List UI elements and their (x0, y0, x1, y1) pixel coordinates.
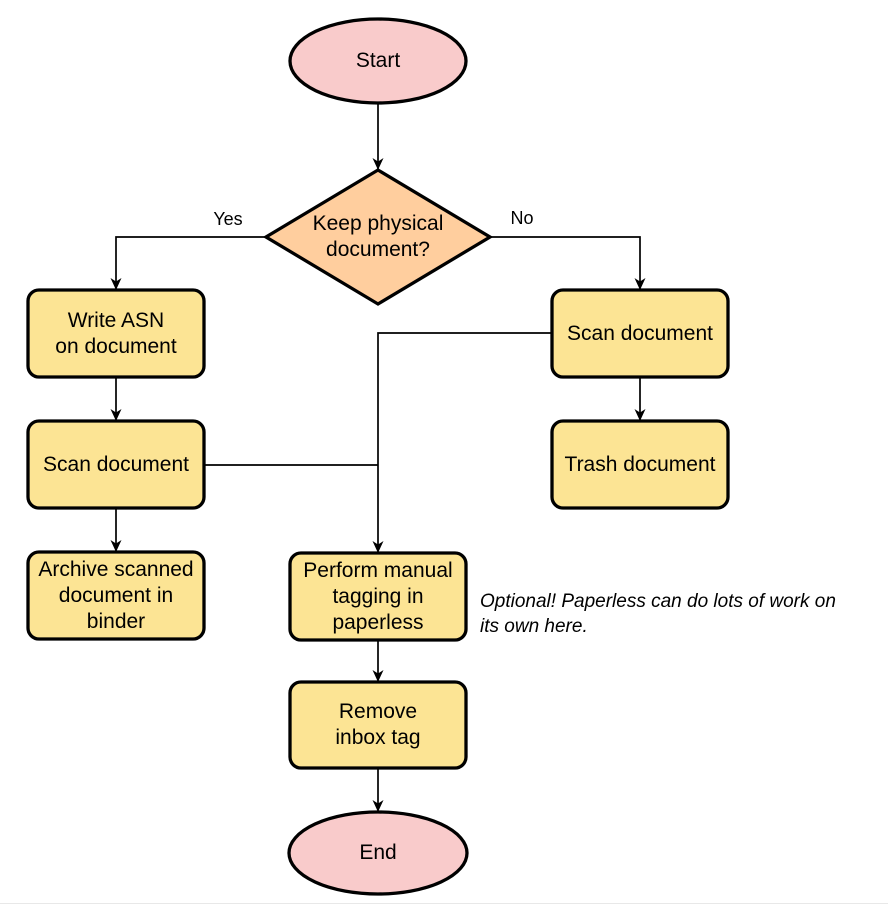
optional-note-text: Optional! Paperless can do lots of work … (480, 591, 836, 637)
edge-decision-yes (110, 236, 266, 290)
write-asn-process-shape (26, 288, 206, 379)
edge-scanright-to-tagging (372, 332, 552, 553)
scan-right-process-shape (550, 288, 730, 379)
edge-label-no: No (510, 208, 534, 228)
edge-decision-no (490, 236, 646, 290)
edge-label-yes: Yes (213, 209, 243, 229)
remove-inbox-process-shape (288, 680, 468, 770)
page-boundary-line (0, 903, 888, 904)
start-terminator-shape (288, 17, 468, 105)
scan-left-process-shape (26, 419, 206, 510)
tagging-process-shape (288, 551, 468, 642)
decision-diamond-shape (262, 168, 494, 306)
end-terminator-shape (287, 810, 469, 896)
trash-process-shape (550, 419, 730, 510)
archive-process-shape (26, 550, 206, 641)
